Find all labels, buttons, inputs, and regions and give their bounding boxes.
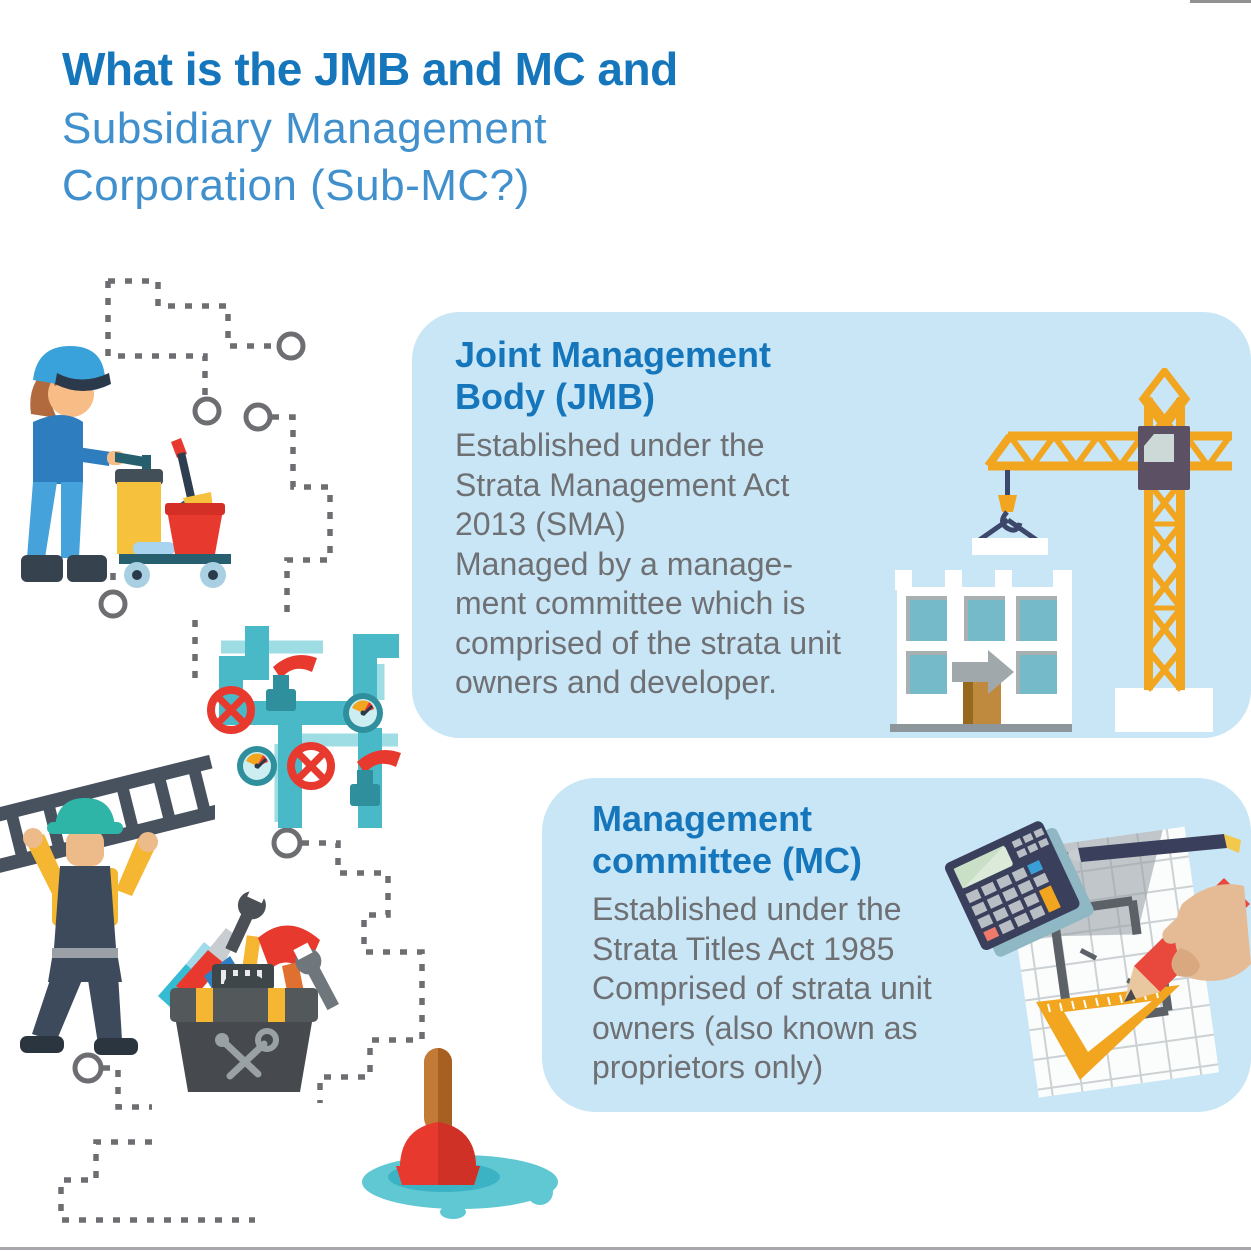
jmb-card-text: Joint Management Body (JMB) Established … [455,334,925,703]
lever-valve-icon [350,750,401,806]
gauge-icon [343,693,383,733]
worker-ladder-illustration [0,754,215,1055]
crossed-tools-icon [220,1038,268,1080]
mc-card-text: Management committee (MC) Established un… [592,798,1062,1088]
pipes-valves-illustration [207,626,401,828]
handwheel-valve-icon [287,742,335,790]
mc-body: Established under the Strata Titles Act … [592,891,932,1085]
lever-valve-icon [266,655,317,711]
toolbox-illustration [158,885,339,1092]
title-line-bold: What is the JMB and MC and [62,43,678,95]
bottom-border-line [0,1247,1251,1250]
mc-heading: Management committee (MC) [592,798,863,881]
plunger-illustration [362,1048,558,1219]
hand-with-pencil-icon [1124,878,1251,1002]
page-title: What is the JMB and MC and Subsidiary Ma… [62,40,882,214]
jmb-heading: Joint Management Body (JMB) [455,334,772,417]
crane-icon [972,368,1233,732]
jmb-body: Established under the Strata Management … [455,427,841,700]
wrench-icon [293,942,339,1011]
top-right-border-line [1190,0,1251,3]
jmb-card [412,312,1251,738]
building-icon [890,570,1072,732]
construction-crane-building-illustration [890,368,1233,732]
title-lines-light: Subsidiary Management Corporation (Sub-M… [62,104,547,210]
wrench-icon [225,885,267,954]
gauge-icon [237,746,277,786]
calculator-blueprint-illustration [944,821,1251,1098]
handwheel-valve-icon [207,686,255,734]
janitor-cart-illustration [21,346,231,588]
calculator-icon [944,821,1094,957]
